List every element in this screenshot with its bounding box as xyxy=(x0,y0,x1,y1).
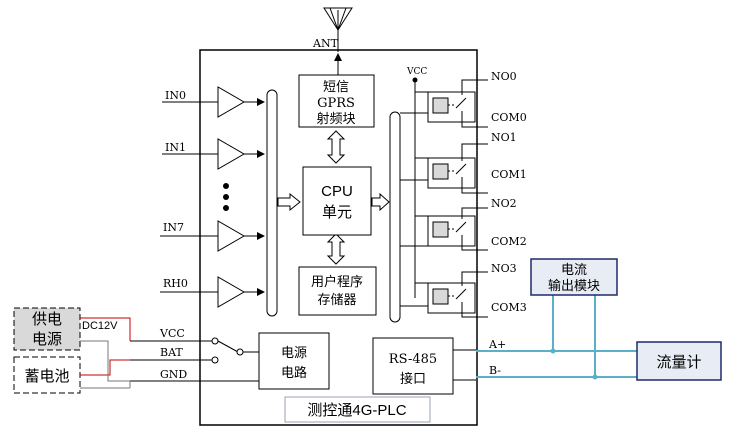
antenna-icon xyxy=(323,7,353,52)
input-buffer-icon xyxy=(217,220,246,252)
relay-0: NO0 COM0 xyxy=(400,70,527,128)
relay-1-no: NO1 xyxy=(491,131,517,144)
gnd-label: GND xyxy=(160,368,187,381)
input-ellipsis xyxy=(223,183,229,211)
input-buffer-icon xyxy=(217,138,246,170)
input-in7-label: IN7 xyxy=(163,221,184,234)
relay-3: NO3 COM3 xyxy=(400,262,527,318)
relay-3-no: NO3 xyxy=(491,262,517,275)
input-in7: IN7 xyxy=(160,220,265,252)
rs485-interface xyxy=(372,337,454,395)
input-buffer-icon xyxy=(217,276,246,308)
relay-2-com: COM2 xyxy=(491,235,527,248)
flowmeter: 流量计 xyxy=(636,341,722,381)
vcc-label: VCC xyxy=(159,327,185,340)
supply-line2: 电源 xyxy=(32,331,62,348)
supply-line1: 供电 xyxy=(32,311,62,328)
memory-line1: 用户程序 xyxy=(311,274,363,290)
relay-1-com: COM1 xyxy=(491,168,527,181)
cpu-to-relay-arrow xyxy=(371,192,390,212)
cpu-line1: CPU xyxy=(321,183,353,200)
sms-cpu-double-arrow xyxy=(326,130,346,164)
bat-label: BAT xyxy=(160,346,183,359)
bus-b-label: B- xyxy=(489,364,501,377)
power-switch xyxy=(130,337,259,382)
power-circuit-line1: 电源 xyxy=(281,346,307,361)
bus-to-cpu-arrow xyxy=(277,192,301,212)
power-supply: 供电 电源 xyxy=(13,307,81,351)
current-module-line1: 电流 xyxy=(561,262,587,277)
input-in1: IN1 xyxy=(162,138,265,170)
relay-1: NO1 COM1 xyxy=(400,131,527,194)
memory-line2: 存储器 xyxy=(317,293,356,308)
input-buffer-icon xyxy=(217,86,246,118)
cpu-unit xyxy=(302,166,372,236)
device-name: 测控通4G-PLC xyxy=(307,402,406,419)
flowmeter-label: 流量计 xyxy=(656,354,701,371)
relay-3-com: COM3 xyxy=(491,301,527,314)
program-memory xyxy=(298,266,377,316)
relay-0-no: NO0 xyxy=(491,70,517,83)
input-in1-label: IN1 xyxy=(165,141,186,154)
input-rh0-label: RH0 xyxy=(163,277,188,290)
output-bus xyxy=(389,111,401,323)
power-circuit xyxy=(258,332,330,390)
sms-line3: 射频块 xyxy=(316,111,355,127)
cpu-line2: 单元 xyxy=(322,204,352,221)
power-circuit-line2: 电路 xyxy=(281,365,307,381)
antenna-label: ANT xyxy=(312,37,339,50)
sms-gprs-module xyxy=(298,74,375,128)
device-name-box xyxy=(284,396,431,423)
cpu-memory-double-arrow xyxy=(326,233,346,265)
input-in0: IN0 xyxy=(162,86,265,118)
relay-2: NO2 COM2 xyxy=(400,197,527,251)
sms-line2: GPRS xyxy=(317,96,355,111)
bus-a-label: A+ xyxy=(488,338,506,351)
battery-label: 蓄电池 xyxy=(24,368,69,385)
relay-vcc-label: VCC xyxy=(406,67,427,77)
input-in0-label: IN0 xyxy=(165,89,186,102)
rs485-line2: 接口 xyxy=(400,371,426,387)
dc12v-label: DC12V xyxy=(82,320,118,332)
current-output-module: 电流 输出模块 xyxy=(530,258,618,296)
rs485-line1: RS-485 xyxy=(389,352,437,367)
relay-0-com: COM0 xyxy=(491,111,527,124)
current-module-line2: 输出模块 xyxy=(548,278,600,293)
battery: 蓄电池 xyxy=(13,356,81,394)
sms-line1: 短信 xyxy=(323,80,349,95)
relay-2-no: NO2 xyxy=(491,197,517,210)
input-bus xyxy=(266,89,278,317)
input-rh0: RH0 xyxy=(160,276,265,308)
